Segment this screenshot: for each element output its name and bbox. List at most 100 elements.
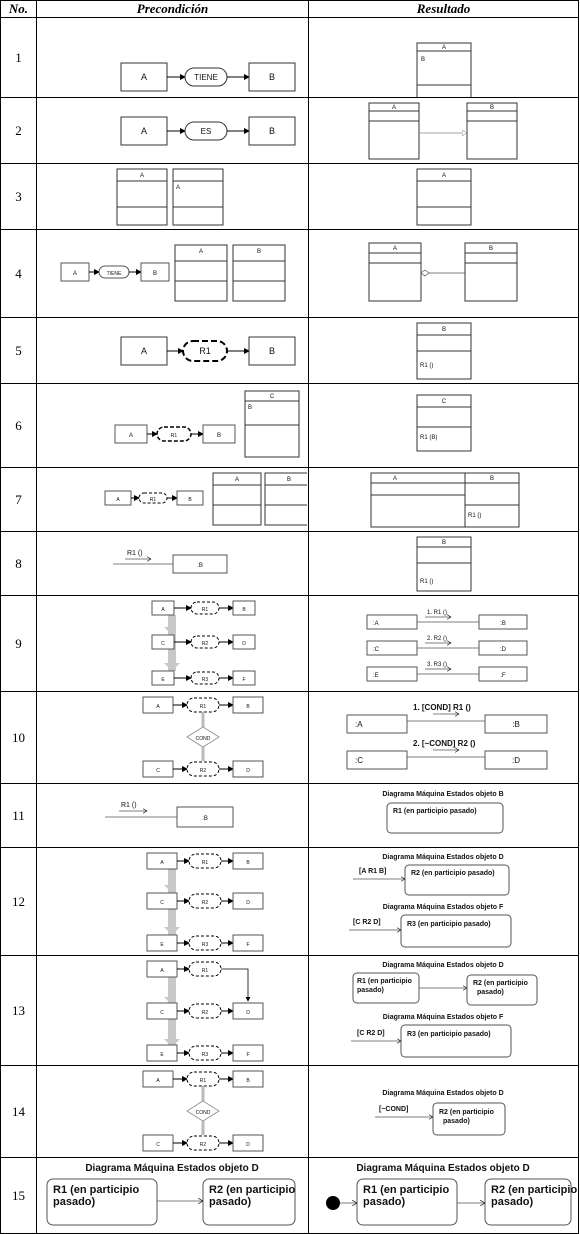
row-number: 1 [0,17,37,98]
precondition-diagram: A R1 B COND C R2 D [142,696,264,777]
action-r2 [188,893,222,908]
node-f [232,934,264,951]
action-r1 [188,961,222,976]
node-label: A [141,346,147,356]
relation-label: ES [201,127,212,136]
node-b [232,600,256,615]
row-number: 8 [0,531,37,596]
class-attribute: A [176,185,180,191]
result-diagram: B R1 () [416,536,472,591]
node-b [232,1070,264,1087]
node-label: B [242,607,246,613]
precondition-cell: R1 () :B [36,783,309,848]
class-name: A [442,45,446,51]
result-cell: A B [308,17,579,98]
object-label: :B [500,621,506,627]
node-label: A [156,1078,160,1084]
action-label: R1 [171,433,178,439]
state-label: R1 (en participio [53,1184,139,1196]
table-row: 7 A R1 B A B A [0,467,579,532]
state-label: R1 (en participio [357,978,412,985]
action-label: R1 [202,607,209,613]
node-label: A [161,607,165,613]
table-row: 11 R1 () :B Diagrama Máquina Estados obj… [0,783,579,848]
result-diagram: Diagrama Máquina Estados objeto D R1 (en… [326,1163,577,1225]
node-label: A [160,860,164,866]
object-b [176,806,234,827]
class-name: B [442,327,446,333]
table-row: 2 A ES B A B [0,97,579,164]
class-c [416,394,472,451]
action-label: R3 [202,942,209,948]
node-label: A [129,433,133,439]
action-label: R2 [202,641,209,647]
class-b [232,244,286,301]
node-f [232,670,256,685]
result-diagram: A B R1 () [370,472,520,527]
state-label-2: pasado) [357,987,384,994]
node-label: A [156,704,160,710]
table-row: 10 A R1 B COND C R2 [0,691,579,784]
action-label: R1 [199,346,211,356]
node-label: B [188,497,192,503]
class-a [212,472,262,525]
class-a [368,102,420,159]
precondition-diagram: R1 () :B [113,550,228,573]
object-label: :C [355,756,363,765]
node-label: A [141,126,147,136]
result-diagram: :A 1. R1 () :B :C 2. R2 () :D :E 3. R3 (… [366,610,528,681]
object-label: :A [373,621,379,627]
class-b [464,472,520,527]
precondition-diagram: A R1 C R2 D E R3 F [146,960,264,1061]
action-label: R1 [200,704,207,710]
node-d [232,892,264,909]
state-machine-title: Diagrama Máquina Estados objeto D [85,1163,258,1174]
node-label: B [269,72,275,82]
table-row: 12 A R1 B C R2 D [0,847,579,956]
node-label: E [161,677,165,683]
result-cell: :A 1. R1 () :B :C 2. R2 () :D :E 3. R3 (… [308,595,579,692]
object-b [484,714,548,733]
result-diagram: Diagrama Máquina Estados objeto D [A R1 … [349,854,512,947]
class-name: A [235,477,239,483]
table-row: 4 A TIENE B A B A [0,229,579,318]
table-row: 14 A R1 B COND C R2 [0,1065,579,1158]
precondition-cell: R1 () :B [36,531,309,596]
action-label: R1 [202,968,209,974]
state-label: R2 (en participio [209,1184,295,1196]
state-label-2: pasado) [209,1196,252,1208]
object-label: :B [512,720,520,729]
result-cell: Diagrama Máquina Estados objeto D [~COND… [308,1065,579,1158]
class-name: B [257,249,261,255]
node-label: C [156,768,160,774]
state-r2 [202,1178,296,1225]
precondition-diagram: A A [116,168,224,225]
class-name: A [199,249,203,255]
state-machine-title: Diagrama Máquina Estados objeto D [382,962,503,969]
message-label: 1. [COND] R1 () [413,703,471,712]
state-machine-title: Diagrama Máquina Estados objeto D [382,1090,503,1097]
transition-guard: [C R2 D] [353,919,381,926]
result-diagram: A [416,168,472,225]
row-number: 5 [0,317,37,384]
state-machine-title: Diagrama Máquina Estados objeto F [383,904,504,911]
object-label: :F [500,673,506,679]
precondition-diagram: R1 () :B [105,802,234,827]
row-number: 15 [0,1157,37,1234]
class-a [416,168,472,225]
object-d [484,750,548,769]
precondition-diagram: A R1 B [120,336,296,365]
class-name: C [270,394,275,400]
row-number: 3 [0,163,37,230]
precondition-cell: A R1 B C B [36,383,309,468]
aggregation-diamond [420,269,430,276]
class-operation: R1 () [420,363,433,369]
object-b [478,614,528,629]
object-d [478,640,528,655]
state-label: R3 (en participio pasado) [407,1031,491,1038]
result-cell: Diagrama Máquina Estados objeto D R1 (en… [308,1157,579,1234]
decision-label: COND [196,736,211,742]
table-row: 5 A R1 B B R1 () [0,317,579,384]
class-name: A [393,476,397,482]
state-label-2: pasado) [443,1118,470,1125]
